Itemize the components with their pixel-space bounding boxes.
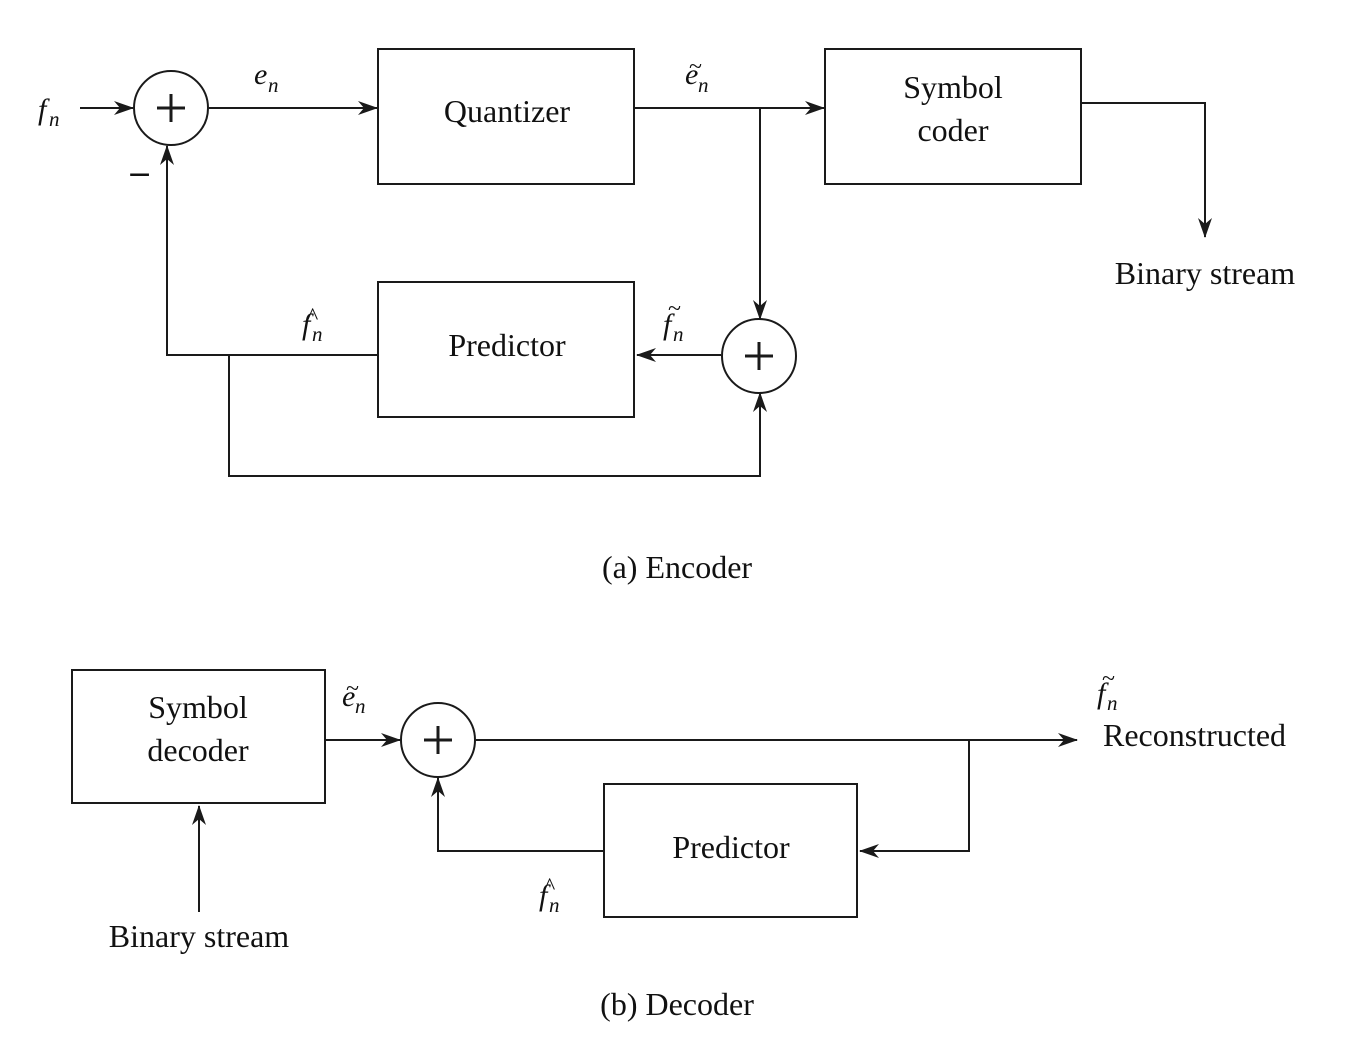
svg-text:n: n	[268, 73, 279, 97]
svg-text:~: ~	[1102, 666, 1115, 692]
symbol-decoder-label-line1: Symbol	[148, 689, 248, 725]
reconstructed-label: ~ f n	[663, 296, 684, 346]
prediction-to-sum-arrow	[228, 355, 767, 477]
svg-text:~: ~	[668, 296, 681, 322]
decoder: Symbol decoder Predictor ~ e n ^ f n ~ f…	[71, 666, 1286, 1022]
svg-text:n: n	[312, 322, 323, 346]
svg-text:^: ^	[307, 304, 318, 330]
bitstream-arrow	[1082, 102, 1212, 238]
symbol-coder-label-line2: coder	[917, 112, 988, 148]
decoder-prediction-label: ^ f n	[539, 874, 560, 917]
svg-text:~: ~	[689, 54, 702, 80]
svg-text:e: e	[254, 58, 267, 91]
symbol-decoder-label-line2: decoder	[147, 732, 249, 768]
encoder-output-label: Binary stream	[1115, 255, 1296, 291]
reconstructed-label: Reconstructed	[1103, 717, 1286, 753]
minus-sign: −	[127, 157, 152, 192]
decoder-predictor-label: Predictor	[672, 829, 790, 865]
decoder-summing-junction	[400, 702, 476, 778]
quantized-error-label: ~ e n	[685, 54, 709, 97]
quantizer-label: Quantizer	[444, 93, 571, 129]
svg-text:e: e	[685, 58, 698, 91]
decoder-output-signal-label: ~ f n	[1097, 666, 1118, 715]
prediction-to-sum-arrow	[431, 777, 604, 852]
svg-text:~: ~	[346, 676, 359, 702]
symbol-coder-label-line1: Symbol	[903, 69, 1003, 105]
symbol-decoder-block	[71, 669, 326, 804]
encoder-caption: (a) Encoder	[602, 549, 752, 585]
symbol-coder-block	[824, 48, 1082, 185]
encoder-difference-junction	[133, 70, 209, 146]
decoder-predictor-block	[603, 783, 858, 918]
quantizer-block	[377, 48, 635, 185]
encoder: − Quantizer Symbol coder Predictor f n e…	[38, 48, 1296, 585]
prediction-label: ^ f n	[302, 304, 323, 346]
svg-text:n: n	[355, 694, 366, 718]
input-signal-label: f n	[38, 93, 60, 131]
svg-text:^: ^	[544, 874, 555, 900]
svg-text:n: n	[1107, 691, 1118, 715]
decoder-quantized-error-label: ~ e n	[342, 676, 366, 718]
output-to-predictor-arrow	[859, 740, 970, 858]
svg-text:n: n	[673, 322, 684, 346]
svg-text:n: n	[49, 107, 60, 131]
decoder-input-label: Binary stream	[109, 918, 290, 954]
svg-text:e: e	[342, 680, 355, 713]
encoder-predictor-label: Predictor	[448, 327, 566, 363]
decoder-caption: (b) Decoder	[600, 986, 754, 1022]
svg-text:n: n	[698, 73, 709, 97]
encoder-predictor-block	[377, 281, 635, 418]
svg-text:n: n	[549, 893, 560, 917]
encoder-reconstruction-junction	[721, 318, 797, 394]
prediction-feedback-arrow	[160, 145, 378, 356]
error-signal-label: e n	[254, 58, 279, 97]
